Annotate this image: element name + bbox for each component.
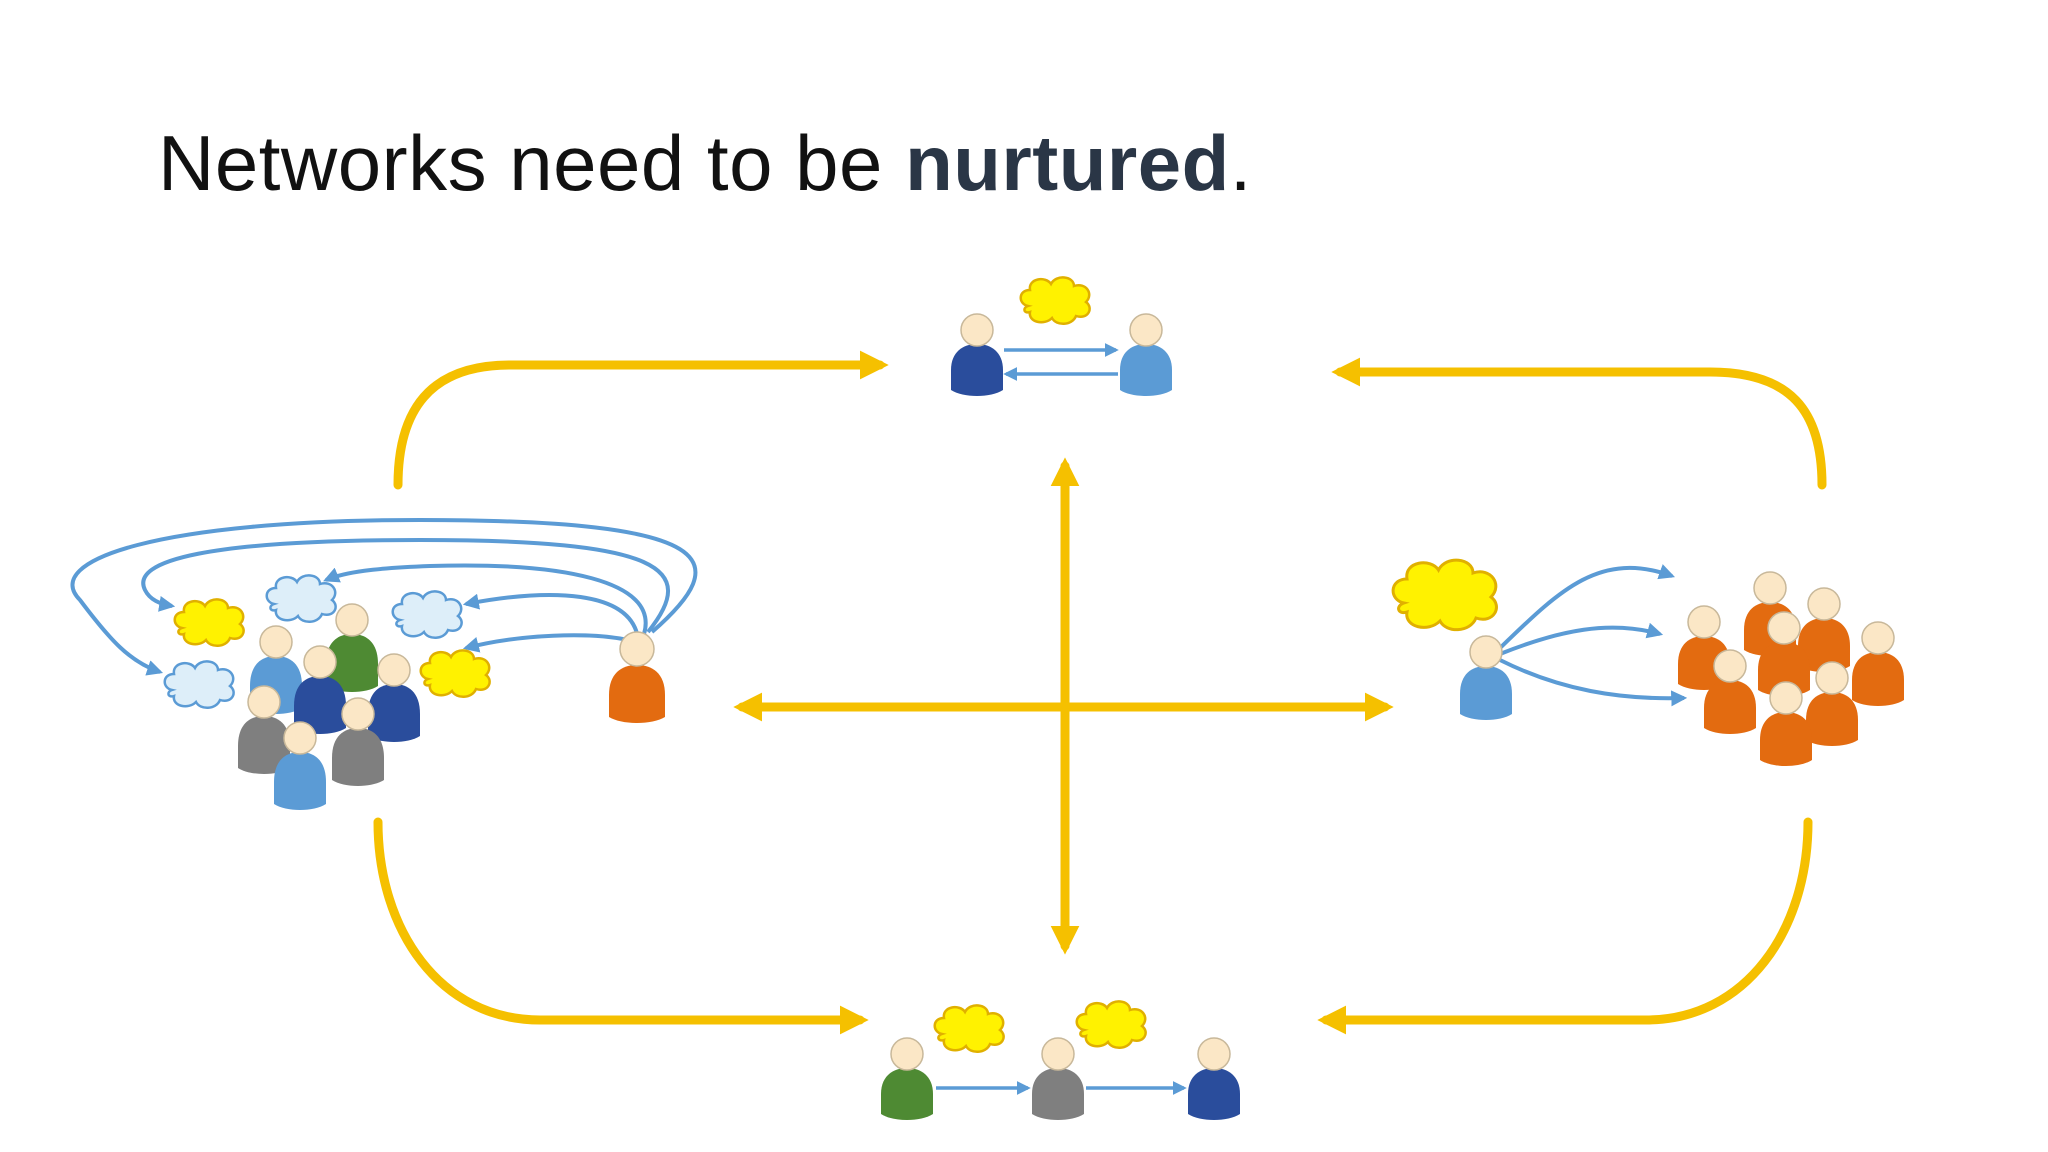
title-period: . <box>1229 119 1252 207</box>
flow-arrow-top-right <box>1331 357 1827 490</box>
person-icon <box>1032 1037 1084 1120</box>
person-icon <box>1852 621 1904 706</box>
idea-cloud-icon <box>1391 558 1498 632</box>
person-icon <box>238 685 290 774</box>
flow-arrow-bottom-right <box>1317 817 1813 1035</box>
idea-cloud-icon <box>1075 1000 1147 1050</box>
connection-arrow <box>141 537 671 634</box>
person-icon <box>951 313 1003 396</box>
title-text: Networks need to be <box>158 119 906 207</box>
dialogue-pair-group <box>951 276 1172 396</box>
person-icon <box>368 653 420 742</box>
connection-arrow <box>462 593 640 639</box>
idea-cloud-icon <box>163 660 235 710</box>
connection-arrow <box>1499 622 1664 656</box>
broadcast-group <box>1391 558 1904 766</box>
person-icon <box>326 603 378 692</box>
person-icon <box>1760 681 1812 766</box>
person-icon <box>1460 635 1512 720</box>
idea-cloud-icon <box>933 1004 1005 1054</box>
idea-cloud-icon <box>419 649 491 699</box>
person-icon <box>609 631 665 723</box>
idea-cloud-icon <box>265 574 337 624</box>
person-icon <box>1806 661 1858 746</box>
idea-cloud-icon <box>173 598 245 648</box>
connection-arrow <box>1498 564 1676 650</box>
person-icon <box>881 1037 933 1120</box>
person-icon <box>1120 313 1172 396</box>
connection-arrow <box>323 563 648 635</box>
person-icon <box>332 697 384 786</box>
person-icon <box>1758 611 1810 696</box>
flow-arrows <box>373 350 1827 1035</box>
person-icon <box>1704 649 1756 734</box>
connection-arrow <box>1499 658 1688 707</box>
chain-group <box>881 1000 1240 1120</box>
person-icon <box>294 645 346 734</box>
connection-arrow <box>70 517 698 676</box>
slide-title: Networks need to be nurtured. <box>158 118 1252 209</box>
person-icon <box>274 721 326 810</box>
connection-arrow <box>462 633 629 653</box>
person-icon <box>1188 1037 1240 1120</box>
person-icon <box>1798 587 1850 672</box>
title-emphasis: nurtured <box>905 119 1230 207</box>
idea-cloud-icon <box>1019 276 1091 326</box>
flow-arrow-top-left <box>393 350 889 490</box>
network-crowd-group <box>70 517 698 810</box>
flow-arrow-bottom-left <box>373 817 869 1035</box>
audience-crowd <box>1678 571 1904 766</box>
idea-cloud-icon <box>391 590 463 640</box>
